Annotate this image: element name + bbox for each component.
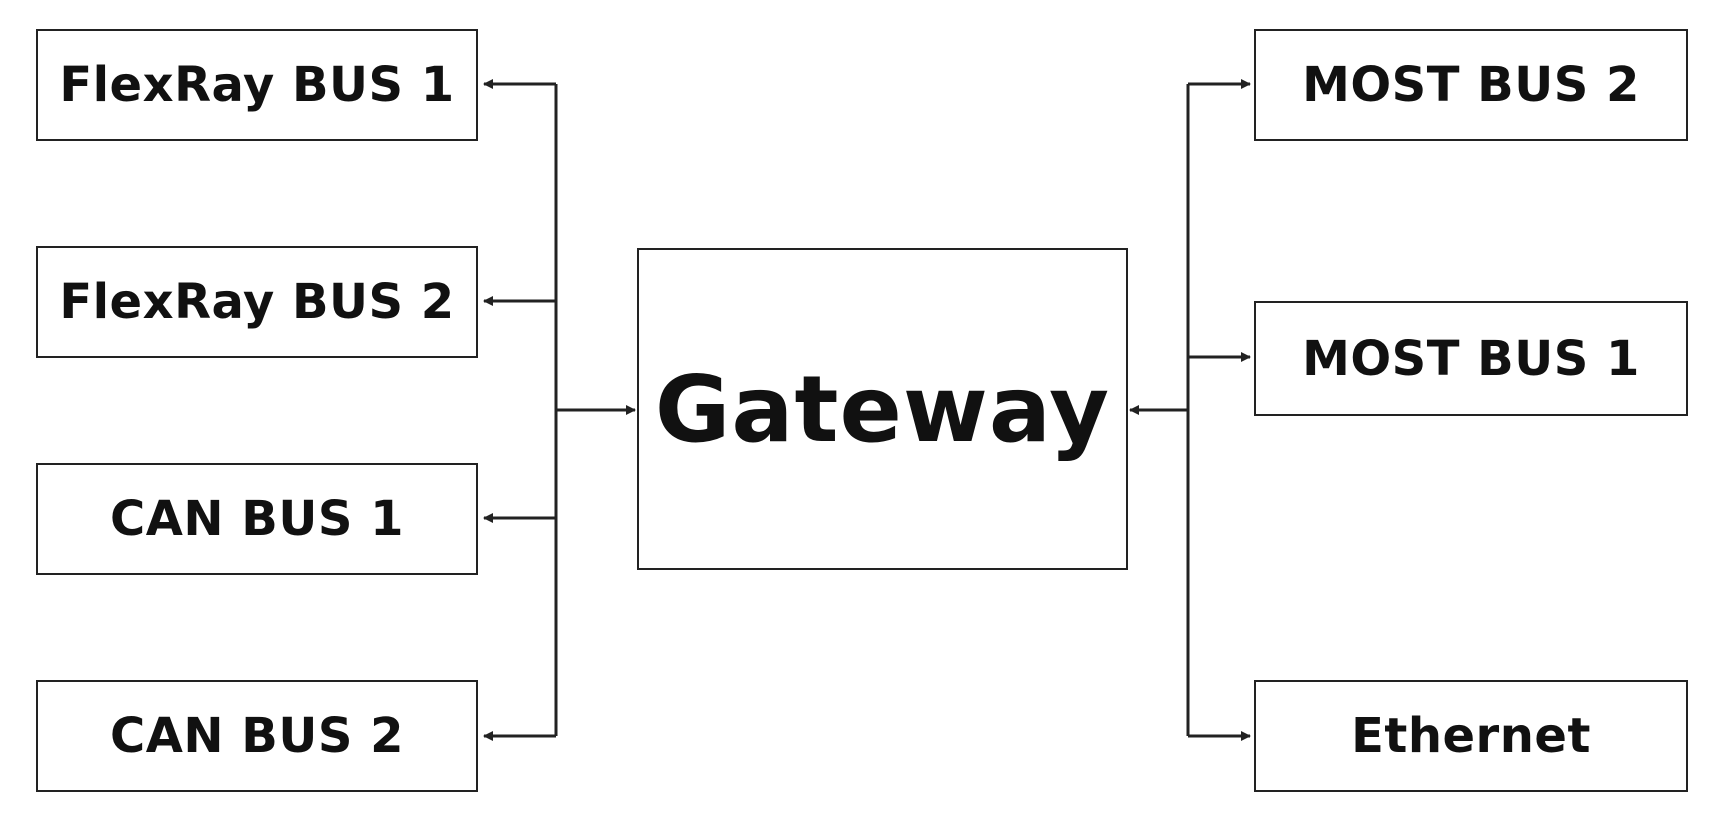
node-most-bus-2: MOST BUS 2 xyxy=(1254,29,1688,141)
node-most-bus-1: MOST BUS 1 xyxy=(1254,301,1688,416)
node-label: FlexRay BUS 2 xyxy=(59,274,455,330)
node-label: CAN BUS 1 xyxy=(110,491,404,547)
node-label: MOST BUS 2 xyxy=(1302,57,1640,113)
node-can-bus-2: CAN BUS 2 xyxy=(36,680,478,792)
node-label: CAN BUS 2 xyxy=(110,708,404,764)
node-ethernet: Ethernet xyxy=(1254,680,1688,792)
node-label: MOST BUS 1 xyxy=(1302,330,1640,387)
node-flexray-bus-2: FlexRay BUS 2 xyxy=(36,246,478,358)
node-can-bus-1: CAN BUS 1 xyxy=(36,463,478,575)
node-flexray-bus-1: FlexRay BUS 1 xyxy=(36,29,478,141)
gateway-node: Gateway xyxy=(637,248,1128,570)
node-label: FlexRay BUS 1 xyxy=(59,57,455,113)
gateway-label: Gateway xyxy=(654,355,1111,463)
node-label: Ethernet xyxy=(1351,708,1591,764)
